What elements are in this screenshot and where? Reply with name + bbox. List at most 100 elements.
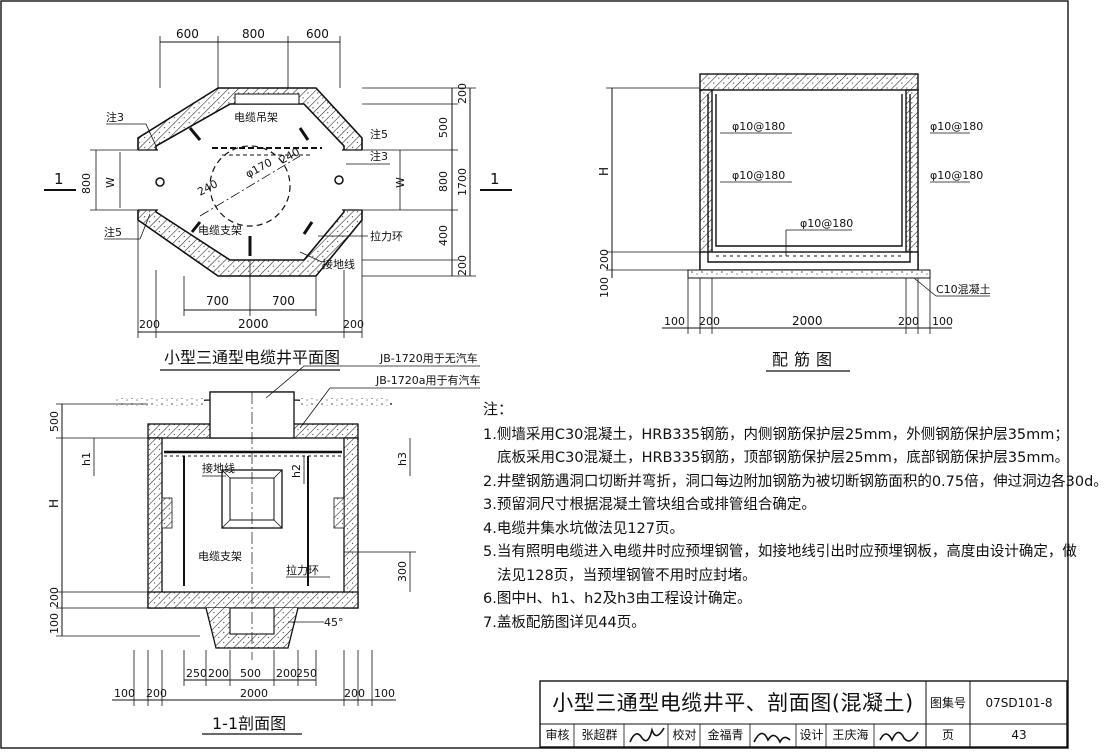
section-dim-300: 300 xyxy=(396,561,409,582)
rebar-view: φ10@180 φ10@180 φ10@180 φ10@180 φ10@180 … xyxy=(597,73,991,334)
note-item-1b: 底板采用C30混凝土，HRB335钢筋，顶部钢筋保护层25mm，底部钢筋保护层3… xyxy=(497,450,1070,466)
section-dim-mid: 2000 xyxy=(240,687,268,700)
plan-w-right: W xyxy=(394,177,407,188)
section-dim-inner-5: 250 xyxy=(296,667,317,680)
page-label: 页 xyxy=(941,728,954,742)
section-dim-outer-3: 200 xyxy=(344,687,365,700)
section-dim-inner-2: 200 xyxy=(208,667,229,680)
section-cable-support: 电缆支架 xyxy=(198,550,242,563)
section-dim-left-3: 200 xyxy=(48,587,61,608)
plan-dim-top-1: 600 xyxy=(176,27,199,41)
section-cover2: JB-1720a用于有汽车 xyxy=(375,373,481,387)
plan-dim-bottom-inner-1: 700 xyxy=(206,294,229,308)
plan-section-mark-left: 1 xyxy=(54,170,64,188)
page-number: 43 xyxy=(1011,728,1027,742)
note-item-3: 3.预留洞尺寸根据混凝土管块组合或排管组合确定。 xyxy=(483,497,816,513)
section-dim-inner-1: 250 xyxy=(186,667,207,680)
plan-dim-right-3: 800 xyxy=(437,171,450,192)
plan-cable-support: 电缆支架 xyxy=(198,224,242,237)
plan-dim-right-1: 200 xyxy=(456,83,469,104)
rebar-dim-bottom-2: 200 xyxy=(699,315,720,328)
plan-dim-right-total: 1700 xyxy=(456,168,469,196)
section-pull-ring: 拉力环 xyxy=(286,563,319,577)
rebar-bar-3: φ10@180 xyxy=(732,169,785,182)
rebar-dim-bottom-4: 200 xyxy=(898,315,919,328)
section-h1: h1 xyxy=(80,452,93,466)
section-title: 1-1剖面图 xyxy=(212,714,287,733)
rebar-bar-2: φ10@180 xyxy=(930,120,983,133)
rebar-dim-bottom-3: 2000 xyxy=(792,314,823,328)
rebar-h-label: H xyxy=(597,167,611,176)
rebar-dim-bottom-1: 100 xyxy=(664,315,685,328)
rebar-dim-left-1: 200 xyxy=(598,249,611,270)
section-dim-left-1: 500 xyxy=(48,411,61,432)
reviewer-name: 张超群 xyxy=(581,728,618,742)
plan-dim-bottom-3: 200 xyxy=(343,318,364,331)
section-dim-inner-3: 500 xyxy=(240,667,261,680)
drawing-canvas: 600 800 600 200 500 800 400 200 1700 W 8… xyxy=(0,0,1069,749)
note-item-5b: 法见128页，当预埋钢管不用时应封堵。 xyxy=(497,567,757,584)
section-ground-wire: 接地线 xyxy=(202,461,235,475)
plan-title: 小型三通型电缆井平面图 xyxy=(164,348,341,367)
designer-name: 王庆海 xyxy=(832,728,869,742)
plan-r240a: 240 xyxy=(195,177,220,198)
plan-ground-wire: 接地线 xyxy=(322,257,355,271)
section-dim-outer-2: 200 xyxy=(146,687,167,700)
section-dim-outer-1: 100 xyxy=(114,687,135,700)
plan-dim-bottom-inner-2: 700 xyxy=(272,294,295,308)
plan-note5-right: 注5 xyxy=(370,127,388,141)
note-item-1: 1.侧墙采用C30混凝土，HRB335钢筋，内侧钢筋保护层25mm，外侧钢筋保护… xyxy=(483,426,1069,443)
section-dim-left-2: H xyxy=(47,499,61,508)
plan-view: 600 800 600 200 500 800 400 200 1700 W 8… xyxy=(44,27,512,338)
plan-w-left: W xyxy=(104,177,117,188)
designer-signature xyxy=(879,731,919,742)
rebar-c10: C10混凝土 xyxy=(936,282,991,296)
plan-dim-bottom-2: 2000 xyxy=(238,317,269,331)
section-view: 接地线 电缆支架 拉力环 h2 JB-1720用于无汽车 JB-1720a用于有… xyxy=(47,351,481,706)
plan-dim-top-2: 800 xyxy=(242,27,265,41)
rebar-bar-5: φ10@180 xyxy=(800,217,853,230)
rebar-dim-left-2: 100 xyxy=(598,277,611,298)
atlas-number: 07SD101-8 xyxy=(985,696,1053,710)
plan-dim-top-3: 600 xyxy=(306,27,329,41)
plan-dim-bottom-1: 200 xyxy=(139,318,160,331)
section-cover1: JB-1720用于无汽车 xyxy=(379,351,478,365)
plan-pull-ring: 拉力环 xyxy=(370,229,403,243)
plan-note3-top: 注3 xyxy=(106,110,124,124)
notes-block: 注： 1.侧墙采用C30混凝土，HRB335钢筋，内侧钢筋保护层25mm，外侧钢… xyxy=(483,398,1108,635)
plan-dim-right-2: 500 xyxy=(437,117,450,138)
reviewer-signature xyxy=(629,727,665,743)
atlas-label: 图集号 xyxy=(929,696,966,710)
section-h2: h2 xyxy=(290,464,303,478)
plan-note3-right: 注3 xyxy=(370,149,388,163)
note-item-6: 6.图中H、h1、h2及h3由工程设计确定。 xyxy=(483,591,752,607)
note-item-2: 2.井壁钢筋遇洞口切断并弯折，洞口每边附加钢筋为被切断钢筋面积的0.75倍，伸过… xyxy=(483,473,1108,490)
checker-name: 金福青 xyxy=(707,728,744,742)
checker-signature xyxy=(753,732,791,744)
title-block-frame xyxy=(539,680,1068,748)
notes-heading: 注： xyxy=(483,400,514,418)
plan-section-mark-right: 1 xyxy=(490,170,500,188)
rebar-dim-bottom-5: 100 xyxy=(932,315,953,328)
drawing-title: 小型三通型电缆井平、剖面图(混凝土) xyxy=(552,691,914,715)
section-dim-left-4: 100 xyxy=(48,613,61,634)
rebar-bar-1: φ10@180 xyxy=(732,120,785,133)
review-label: 审核 xyxy=(545,728,570,742)
section-h3: h3 xyxy=(396,452,409,466)
sheet-border xyxy=(0,0,1069,749)
section-dim-inner-4: 200 xyxy=(276,667,297,680)
check-label: 校对 xyxy=(672,728,697,742)
section-angle: 45° xyxy=(324,616,344,629)
note-item-7: 7.盖板配筋图详见44页。 xyxy=(483,614,646,631)
rebar-bar-4: φ10@180 xyxy=(930,169,983,182)
plan-dim-right-4: 400 xyxy=(437,225,450,246)
plan-dim-right-5: 200 xyxy=(456,255,469,276)
plan-cable-hanger: 电缆吊架 xyxy=(234,111,278,124)
plan-phi170: φ170 xyxy=(243,156,274,181)
section-dim-outer-4: 100 xyxy=(374,687,395,700)
design-label: 设计 xyxy=(799,728,824,742)
rebar-title: 配筋图 xyxy=(772,350,839,369)
note-item-5: 5.当有照明电缆进入电缆井时应预埋钢管，如接地线引出时应预埋钢板，高度由设计确定… xyxy=(483,544,1077,560)
plan-dim-left: 800 xyxy=(80,173,93,194)
note-item-4: 4.电缆井集水坑做法见127页。 xyxy=(483,520,685,537)
